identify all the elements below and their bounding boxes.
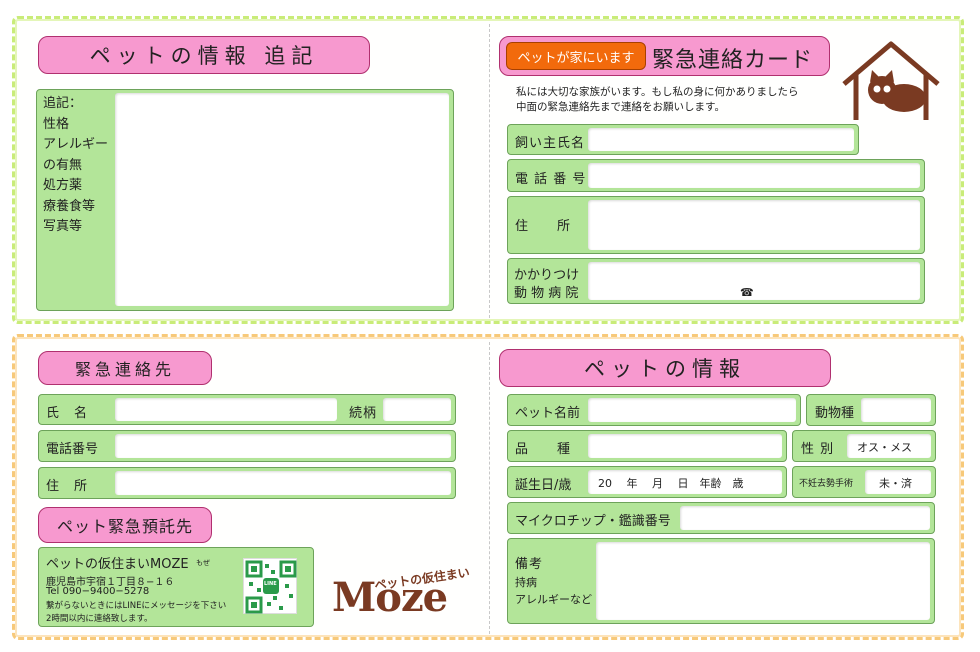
card-note-line2: 中面の緊急連絡先まで連絡をお願いします。 [516, 101, 725, 113]
emergency-phone-label: 電話番号 [46, 442, 99, 457]
top-fold-line [489, 24, 490, 318]
addendum-field[interactable] [115, 93, 449, 306]
card-title-text: 緊急連絡カード [652, 48, 814, 73]
birth-row: 誕生日/歳 20 年 月 日 年齢 歳 [507, 466, 787, 498]
breed-label: 品 種 [515, 442, 572, 457]
vet-row: かかりつけ 動 物 病 院 ☎ [507, 258, 925, 304]
line-logo-text: LINE [264, 581, 277, 587]
chip-label: マイクロチップ・鑑識番号 [515, 514, 671, 529]
notes-label: 備考 [515, 557, 544, 572]
notes-sub1: 持病 [515, 576, 537, 589]
addendum-label-presence: の有無 [43, 157, 83, 173]
card-phone-field[interactable] [588, 163, 920, 188]
neuter-label: 不妊去勢手術 [799, 479, 854, 489]
pet-at-home-badge: ペットが家にいます [506, 42, 646, 70]
addendum-label-photo: 写真等 [43, 219, 83, 234]
relation-field[interactable] [383, 398, 451, 421]
card-phone-label: 電 話 番 号 [515, 172, 587, 187]
moze-logo-main: Moze [332, 574, 448, 621]
emergency-address-field[interactable] [115, 471, 451, 495]
sex-row: 性 別 オス・メス [792, 430, 936, 462]
custody-box: ペットの仮住まいMOZE もぜ 鹿児島市宇宿１丁目８−１６ Tel 090−94… [38, 547, 314, 627]
card-phone-row: 電 話 番 号 [507, 159, 925, 192]
emergency-address-row: 住 所 [38, 467, 456, 499]
relation-label: 続柄 [349, 406, 378, 421]
owner-name-field[interactable] [588, 128, 854, 151]
species-label: 動物種 [815, 406, 855, 421]
house-cat-icon [842, 41, 940, 120]
emergency-name-label: 氏 名 [46, 406, 89, 421]
notes-row: 備考 持病 アレルギーなど [507, 538, 935, 624]
pet-name-label: ペット名前 [515, 406, 581, 421]
custody-note2: 2時間以内に連絡致します。 [46, 614, 153, 624]
emergency-phone-row: 電話番号 [38, 430, 456, 462]
custody-org-reading: もぜ [196, 559, 210, 567]
addendum-label-medicine: 処方薬 [43, 178, 83, 193]
custody-note1: 繋がらないときにはLINEにメッセージを下さい [46, 601, 227, 611]
chip-row: マイクロチップ・鑑識番号 [507, 502, 935, 534]
neuter-field[interactable]: 未・済 [865, 470, 931, 494]
notes-sub2: アレルギーなど [515, 593, 592, 606]
pet-name-field[interactable] [588, 398, 796, 422]
custody-address: 鹿児島市宇宿１丁目８−１６ [46, 577, 175, 588]
owner-row: 飼い主氏名 [507, 124, 859, 155]
custody-org-name: ペットの仮住まいMOZE [46, 557, 189, 572]
addendum-labels: 追記： 性格 アレルギー の有無 処方薬 療養食等 写真等 [43, 94, 108, 238]
vet-label-1: かかりつけ [514, 268, 580, 283]
breed-field[interactable] [588, 434, 782, 458]
sex-label: 性 別 [801, 442, 835, 457]
card-note-line1: 私には大切な家族がいます。もし私の身に何かありましたら [516, 86, 799, 98]
vet-label-2: 動 物 病 院 [514, 286, 579, 301]
owner-label: 飼い主氏名 [515, 136, 586, 151]
card-address-row: 住 所 [507, 196, 925, 254]
pet-info-title: ペットの情報 [499, 349, 831, 387]
telephone-icon: ☎ [740, 286, 754, 299]
birth-template: 20 年 月 日 年齢 歳 [598, 477, 744, 490]
birth-label: 誕生日/歳 [515, 478, 572, 493]
pet-info-title-text: ペットの情報 [584, 357, 746, 381]
addendum-title: ペットの情報 追記 [38, 36, 370, 74]
vet-field[interactable] [588, 262, 920, 300]
custody-title: ペット緊急預託先 [38, 507, 212, 543]
bottom-fold-line [489, 342, 490, 634]
species-field[interactable] [861, 398, 931, 422]
neuter-options: 未・済 [879, 477, 912, 490]
emergency-name-field[interactable] [115, 398, 337, 421]
species-row: 動物種 [806, 394, 936, 426]
birth-field[interactable]: 20 年 月 日 年齢 歳 [588, 470, 782, 494]
pet-name-row: ペット名前 [507, 394, 801, 426]
emergency-contact-title-text: 緊急連絡先 [74, 360, 175, 379]
notes-field[interactable] [596, 542, 930, 620]
breed-row: 品 種 [507, 430, 787, 462]
sex-options: オス・メス [857, 441, 912, 454]
addendum-label-allergy: アレルギー [43, 137, 109, 152]
emergency-phone-field[interactable] [115, 434, 451, 458]
emergency-contact-title: 緊急連絡先 [38, 351, 212, 385]
emergency-address-label: 住 所 [46, 479, 89, 494]
addendum-box: 追記： 性格 アレルギー の有無 処方薬 療養食等 写真等 [36, 89, 454, 311]
card-title: ペットが家にいます 緊急連絡カード [499, 36, 830, 76]
custody-title-text: ペット緊急預託先 [56, 517, 193, 536]
addendum-title-text: ペットの情報 追記 [89, 44, 319, 68]
card-address-field[interactable] [588, 200, 920, 250]
addendum-label-diet: 療養食等 [43, 198, 96, 214]
qr-pattern-icon [245, 560, 297, 614]
addendum-label-note: 追記： [43, 96, 83, 111]
addendum-label-personality: 性格 [43, 116, 70, 132]
sex-field[interactable]: オス・メス [847, 434, 931, 458]
emergency-name-row: 氏 名 続柄 [38, 394, 456, 425]
line-qr-code[interactable]: LINE [243, 558, 297, 614]
card-address-label: 住 所 [515, 219, 572, 234]
neuter-row: 不妊去勢手術 未・済 [792, 466, 936, 498]
chip-field[interactable] [680, 506, 930, 530]
moze-logo: ペットの仮住まい Moze [330, 562, 471, 626]
custody-tel: Tel 090−9400−5278 [46, 586, 150, 597]
